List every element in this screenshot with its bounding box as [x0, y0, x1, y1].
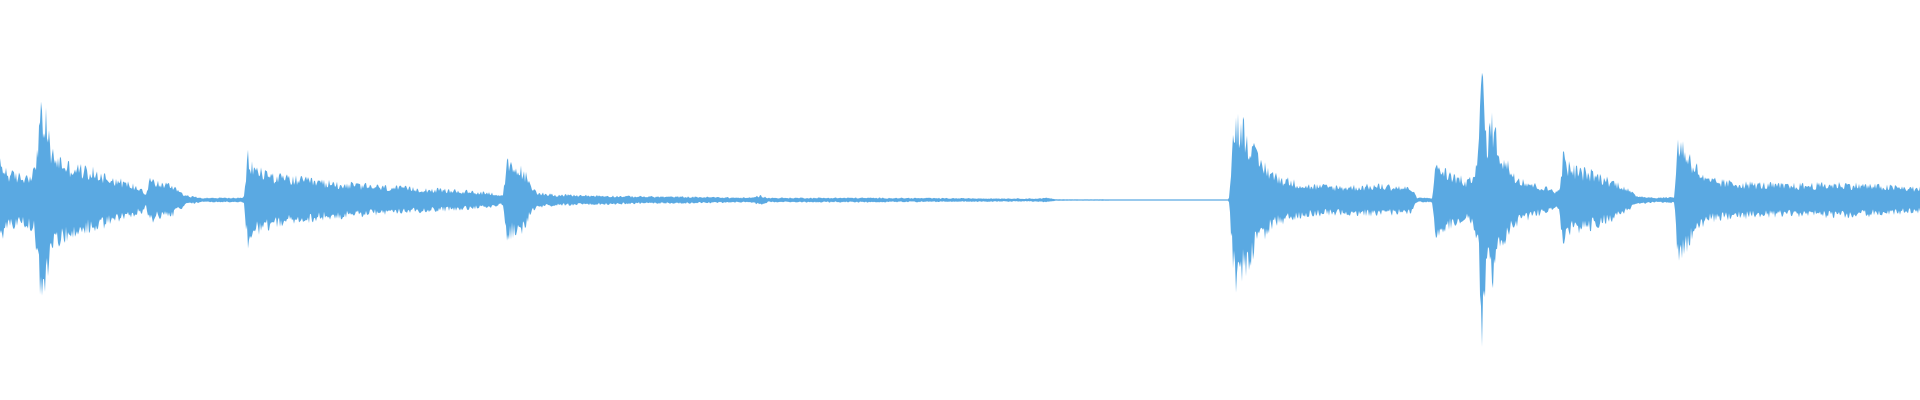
waveform-signal	[0, 72, 1920, 347]
